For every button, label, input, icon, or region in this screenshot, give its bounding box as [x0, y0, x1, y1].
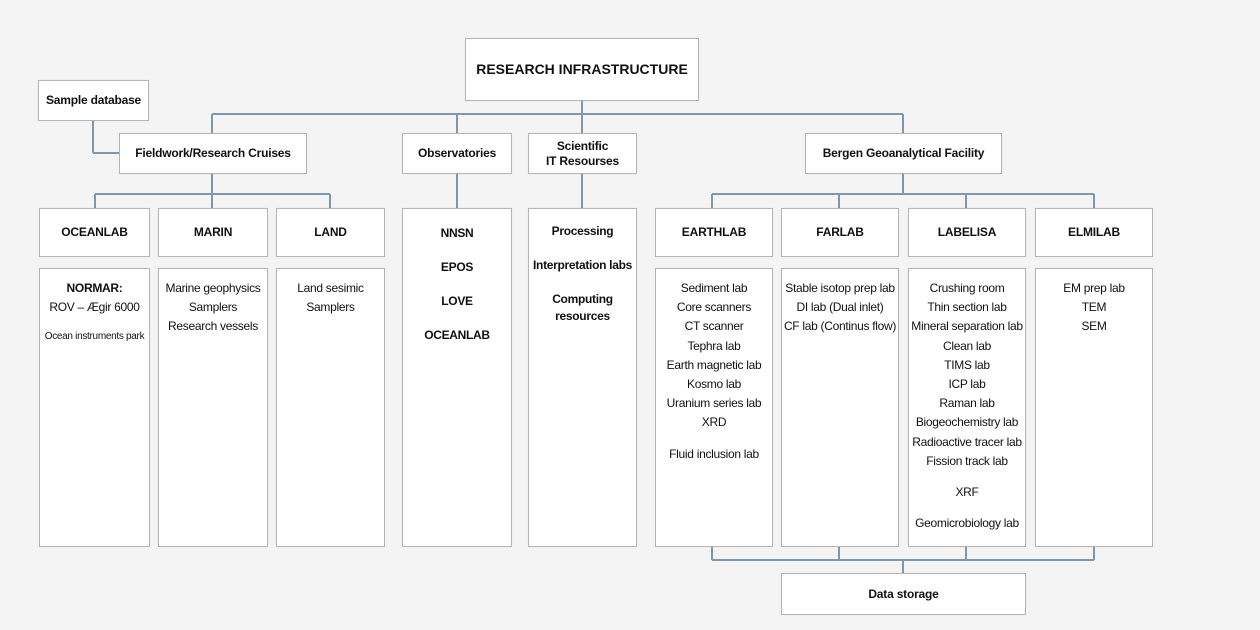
marin-item: Research vessels	[168, 319, 258, 334]
land-label: LAND	[314, 225, 347, 239]
labelisa-label: LABELISA	[937, 225, 997, 239]
data-storage-label: Data storage	[868, 586, 939, 601]
oceanlab-item: NORMAR:	[66, 281, 123, 295]
labelisa-item: XRF	[955, 485, 979, 500]
scientific-it-line1: Scientific	[556, 138, 609, 153]
earthlab-header: EARTHLAB	[655, 208, 773, 257]
earthlab-label: EARTHLAB	[681, 225, 747, 239]
oceanlab-item: Ocean instruments park	[44, 331, 145, 343]
earthlab-item: Tephra lab	[687, 338, 741, 353]
earthlab-item: Earth magnetic lab	[666, 357, 762, 372]
farlab-content: Stable isotop prep lab DI lab (Dual inle…	[781, 268, 899, 547]
marin-label: MARIN	[193, 225, 233, 239]
oceanlab-label: OCEANLAB	[61, 225, 128, 239]
farlab-item: DI lab (Dual inlet)	[796, 300, 884, 315]
bergen-label: Bergen Geoanalytical Facility	[822, 146, 985, 160]
marin-content: Marine geophysics Samplers Research vess…	[158, 268, 268, 547]
sample-database-label: Sample database	[45, 93, 142, 107]
earthlab-item: Sediment lab	[680, 281, 748, 295]
land-header: LAND	[276, 208, 385, 257]
scientific-it-item: resources	[555, 309, 610, 323]
labelisa-item: Raman lab	[939, 396, 995, 411]
bergen-box: Bergen Geoanalytical Facility	[805, 133, 1002, 174]
sample-database-box: Sample database	[38, 80, 149, 121]
labelisa-header: LABELISA	[908, 208, 1026, 257]
scientific-it-item: Computing	[552, 292, 613, 306]
labelisa-item: Crushing room	[929, 281, 1005, 295]
labelisa-item: Radioactive tracer lab	[912, 434, 1022, 449]
labelisa-item: TIMS lab	[944, 357, 990, 372]
elmilab-header: ELMILAB	[1035, 208, 1153, 257]
land-content: Land sesimic Samplers	[276, 268, 385, 547]
scientific-it-line2: IT Resourses	[546, 153, 619, 168]
farlab-label: FARLAB	[816, 225, 864, 239]
observatories-box: Observatories	[402, 133, 512, 174]
labelisa-content: Crushing room Thin section lab Mineral s…	[908, 268, 1026, 547]
labelisa-item: Mineral separation lab	[911, 319, 1023, 334]
farlab-item: CF lab (Continus flow)	[783, 319, 897, 334]
elmilab-item: TEM	[1081, 300, 1107, 315]
observatories-item: LOVE	[441, 294, 473, 308]
observatories-label: Observatories	[417, 146, 497, 160]
marin-item: Samplers	[188, 300, 238, 315]
elmilab-content: EM prep lab TEM SEM	[1035, 268, 1153, 547]
marin-header: MARIN	[158, 208, 268, 257]
oceanlab-content: NORMAR: ROV – Ægir 6000 Ocean instrument…	[39, 268, 150, 547]
elmilab-item: SEM	[1081, 319, 1107, 334]
observatories-item: OCEANLAB	[424, 328, 490, 342]
oceanlab-header: OCEANLAB	[39, 208, 150, 257]
land-item: Land sesimic	[297, 281, 364, 295]
earthlab-item: XRD	[701, 415, 727, 430]
land-item: Samplers	[306, 300, 355, 315]
research-infrastructure-box: RESEARCH INFRASTRUCTURE	[465, 38, 699, 101]
research-infrastructure-title: RESEARCH INFRASTRUCTURE	[476, 61, 688, 77]
earthlab-item: Uranium series lab	[666, 396, 762, 411]
labelisa-item: Geomicrobiology lab	[915, 516, 1019, 531]
observatories-content: NNSN EPOS LOVE OCEANLAB	[402, 208, 512, 547]
fieldwork-label: Fieldwork/Research Cruises	[135, 146, 291, 160]
labelisa-item: ICP lab	[948, 377, 986, 392]
marin-item: Marine geophysics	[165, 281, 261, 295]
scientific-it-item: Processing	[551, 224, 614, 238]
observatories-item: NNSN	[440, 226, 474, 240]
elmilab-item: EM prep lab	[1063, 281, 1125, 295]
scientific-it-item: Interpretation labs	[533, 258, 632, 272]
earthlab-item: Core scanners	[676, 300, 752, 315]
labelisa-item: Clean lab	[942, 338, 991, 353]
labelisa-item: Biogeochemistry lab	[915, 415, 1019, 430]
earthlab-item: Kosmo lab	[687, 377, 741, 392]
fieldwork-box: Fieldwork/Research Cruises	[119, 133, 307, 174]
observatories-item: EPOS	[440, 260, 474, 274]
oceanlab-item: ROV – Ægir 6000	[49, 300, 140, 315]
scientific-it-box: Scientific IT Resourses	[528, 133, 637, 174]
labelisa-item: Fission track lab	[926, 453, 1008, 468]
labelisa-item: Thin section lab	[927, 300, 1007, 315]
earthlab-item: CT scanner	[684, 319, 744, 334]
scientific-it-content: Processing Interpretation labs Computing…	[528, 208, 637, 547]
data-storage-box: Data storage	[781, 573, 1026, 615]
farlab-header: FARLAB	[781, 208, 899, 257]
earthlab-content: Sediment lab Core scanners CT scanner Te…	[655, 268, 773, 547]
elmilab-label: ELMILAB	[1068, 225, 1120, 239]
farlab-item: Stable isotop prep lab	[785, 281, 895, 295]
earthlab-item: Fluid inclusion lab	[669, 446, 759, 461]
